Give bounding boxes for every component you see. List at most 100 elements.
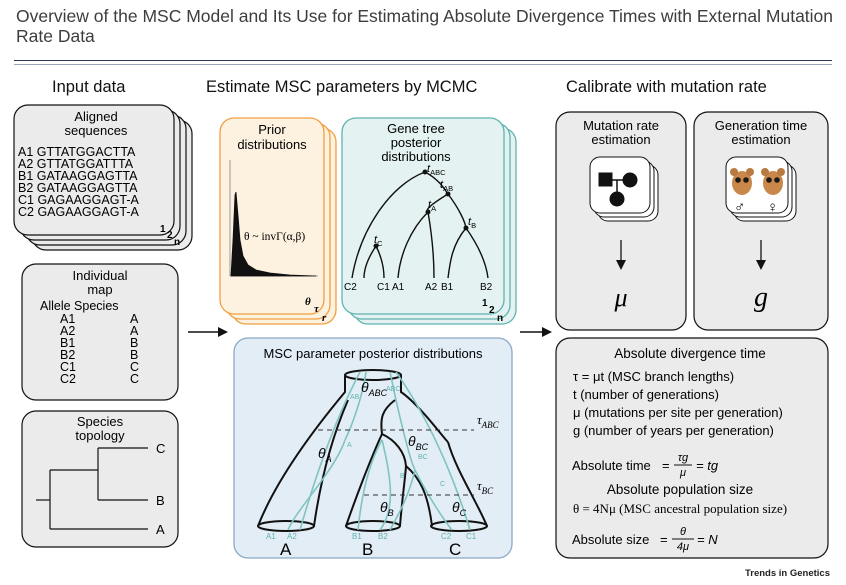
theta-labels: θABC θA θBC θB θC xyxy=(318,379,467,518)
generation-title-line2: estimation xyxy=(731,132,790,147)
msc-species: A xyxy=(280,540,292,559)
g-symbol: g xyxy=(754,282,768,313)
gene-tree-tips: C2 C1 A1 A2 B1 B2 xyxy=(344,282,493,293)
abs-time-label: Absolute time xyxy=(572,458,651,473)
branch-label: ABC xyxy=(386,386,400,393)
title-rule-top xyxy=(14,60,832,61)
msc-tip: C1 xyxy=(466,532,477,541)
aligned-stack-n: n xyxy=(174,237,180,248)
aligned-sequences-stack xyxy=(13,104,193,251)
topology-title-line1: Species xyxy=(77,414,124,429)
gene-tip: C1 xyxy=(377,282,390,293)
divergence-definitions: τ = μt (MSC branch lengths) t (number of… xyxy=(573,369,783,438)
divergence-line: t (number of generations) xyxy=(573,387,719,402)
node-label-tab: tAB xyxy=(440,179,453,193)
prior-density-curve xyxy=(230,191,317,277)
msc-tip: B1 xyxy=(352,532,362,541)
map-species: A xyxy=(130,312,139,326)
map-table: Allele Species A1 A2 B1 B2 C1 C2 A A B B… xyxy=(40,299,139,386)
absolute-size-formula: Absolute size = θ 4μ = N xyxy=(572,526,718,553)
divergence-panel xyxy=(555,337,829,559)
abs-time-equals: = xyxy=(662,458,670,473)
gene-stack-1: 1 xyxy=(482,298,488,309)
gene-tree-nodes xyxy=(373,169,469,249)
abs-time-rhs: = tg xyxy=(696,458,719,473)
title-rule-bottom xyxy=(14,64,832,65)
msc-tip: A2 xyxy=(287,532,297,541)
abs-time-numerator: τg xyxy=(678,452,689,464)
abs-time-denominator: μ xyxy=(679,467,686,479)
theta-abc: θABC xyxy=(361,379,388,398)
individual-map-panel xyxy=(21,263,179,401)
aligned-row: C1 GAGAAGGAGT-A xyxy=(18,193,140,207)
msc-allele-tips: A1 A2 B1 B2 C2 C1 xyxy=(266,532,477,541)
map-title-line2: map xyxy=(87,282,112,297)
aligned-row: B1 GATAAGGAGTTA xyxy=(18,169,138,183)
map-species: A xyxy=(130,324,139,338)
mutation-title-line2: estimation xyxy=(591,132,650,147)
mutation-title-line1: Mutation rate xyxy=(583,118,659,133)
abs-size-numerator: θ xyxy=(680,526,686,538)
tau-bc-label: τBC xyxy=(477,478,494,496)
aligned-rows: A1 GTTATGGACTTA A2 GTTATGGATTTA B1 GATAA… xyxy=(18,145,140,219)
map-allele: C1 xyxy=(60,360,76,374)
msc-species-tree xyxy=(257,369,488,532)
msc-species: C xyxy=(449,540,461,559)
pedigree-card-stack xyxy=(589,156,659,222)
aligned-title-line2: sequences xyxy=(65,123,128,138)
population-title: Absolute population size xyxy=(607,482,753,497)
map-species: C xyxy=(130,372,139,386)
abs-size-equals: = xyxy=(660,532,668,547)
aligned-row: A2 GTTATGGATTTA xyxy=(18,157,134,171)
msc-species-labels: A B C xyxy=(280,540,461,559)
map-allele: C2 xyxy=(60,372,76,386)
section-calibrate-heading: Calibrate with mutation rate xyxy=(566,78,767,96)
female-symbol: ♀ xyxy=(767,199,778,216)
gene-tip: A2 xyxy=(425,282,438,293)
branch-label: BC xyxy=(418,454,428,461)
map-header: Allele Species xyxy=(40,299,119,313)
map-title-line1: Individual xyxy=(73,268,128,283)
msc-tip: C2 xyxy=(441,532,452,541)
gene-tip: A1 xyxy=(392,282,405,293)
map-allele: A1 xyxy=(60,312,75,326)
male-symbol: ♂ xyxy=(734,199,745,216)
msc-branch-small-labels: AB ABC A B C BC xyxy=(347,386,445,488)
aligned-row: A1 GTTATGGACTTA xyxy=(18,145,136,159)
gene-tip: B2 xyxy=(480,282,493,293)
branch-label: A xyxy=(347,442,352,449)
gene-tree-node-labels: tABC tAB tA tB tC xyxy=(374,163,476,248)
aligned-row: C2 GAGAAGGAGT-A xyxy=(18,205,140,219)
theta-c: θC xyxy=(452,499,467,518)
prior-title-line2: distributions xyxy=(237,137,307,152)
mu-symbol: μ xyxy=(613,283,627,312)
topology-tip: C xyxy=(156,441,165,456)
gene-stack-n: n xyxy=(497,313,503,324)
theta-b: θB xyxy=(380,499,394,518)
node-label-tabc: tABC xyxy=(427,163,446,177)
divergence-line: μ (mutations per site per generation) xyxy=(573,405,783,420)
aligned-row: B2 GATAAGGAGTTA xyxy=(18,181,138,195)
msc-posterior-panel xyxy=(233,337,513,559)
map-allele: B1 xyxy=(60,336,75,350)
prior-stack-theta: θ xyxy=(305,296,311,308)
gene-stack-2: 2 xyxy=(489,305,495,316)
pedigree-icon xyxy=(598,172,638,207)
prior-title-line1: Prior xyxy=(258,122,286,137)
gene-tip: B1 xyxy=(441,282,454,293)
journal-footer: Trends in Genetics xyxy=(745,568,830,579)
map-species: C xyxy=(130,360,139,374)
msc-title: MSC parameter posterior distributions xyxy=(264,346,483,361)
node-label-tb: tB xyxy=(468,216,476,230)
aligned-title-line1: Aligned xyxy=(74,109,117,124)
abs-size-label: Absolute size xyxy=(572,532,649,547)
section-estimate-heading: Estimate MSC parameters by MCMC xyxy=(206,78,478,96)
section-input-heading: Input data xyxy=(52,78,126,96)
msc-gene-branches xyxy=(287,371,471,531)
topology-tip: B xyxy=(156,493,165,508)
species-topology-panel xyxy=(21,410,179,548)
map-allele: B2 xyxy=(60,348,75,362)
population-line: θ = 4Nμ (MSC ancestral population size) xyxy=(573,501,787,516)
tau-abc-label: τABC xyxy=(477,412,500,430)
